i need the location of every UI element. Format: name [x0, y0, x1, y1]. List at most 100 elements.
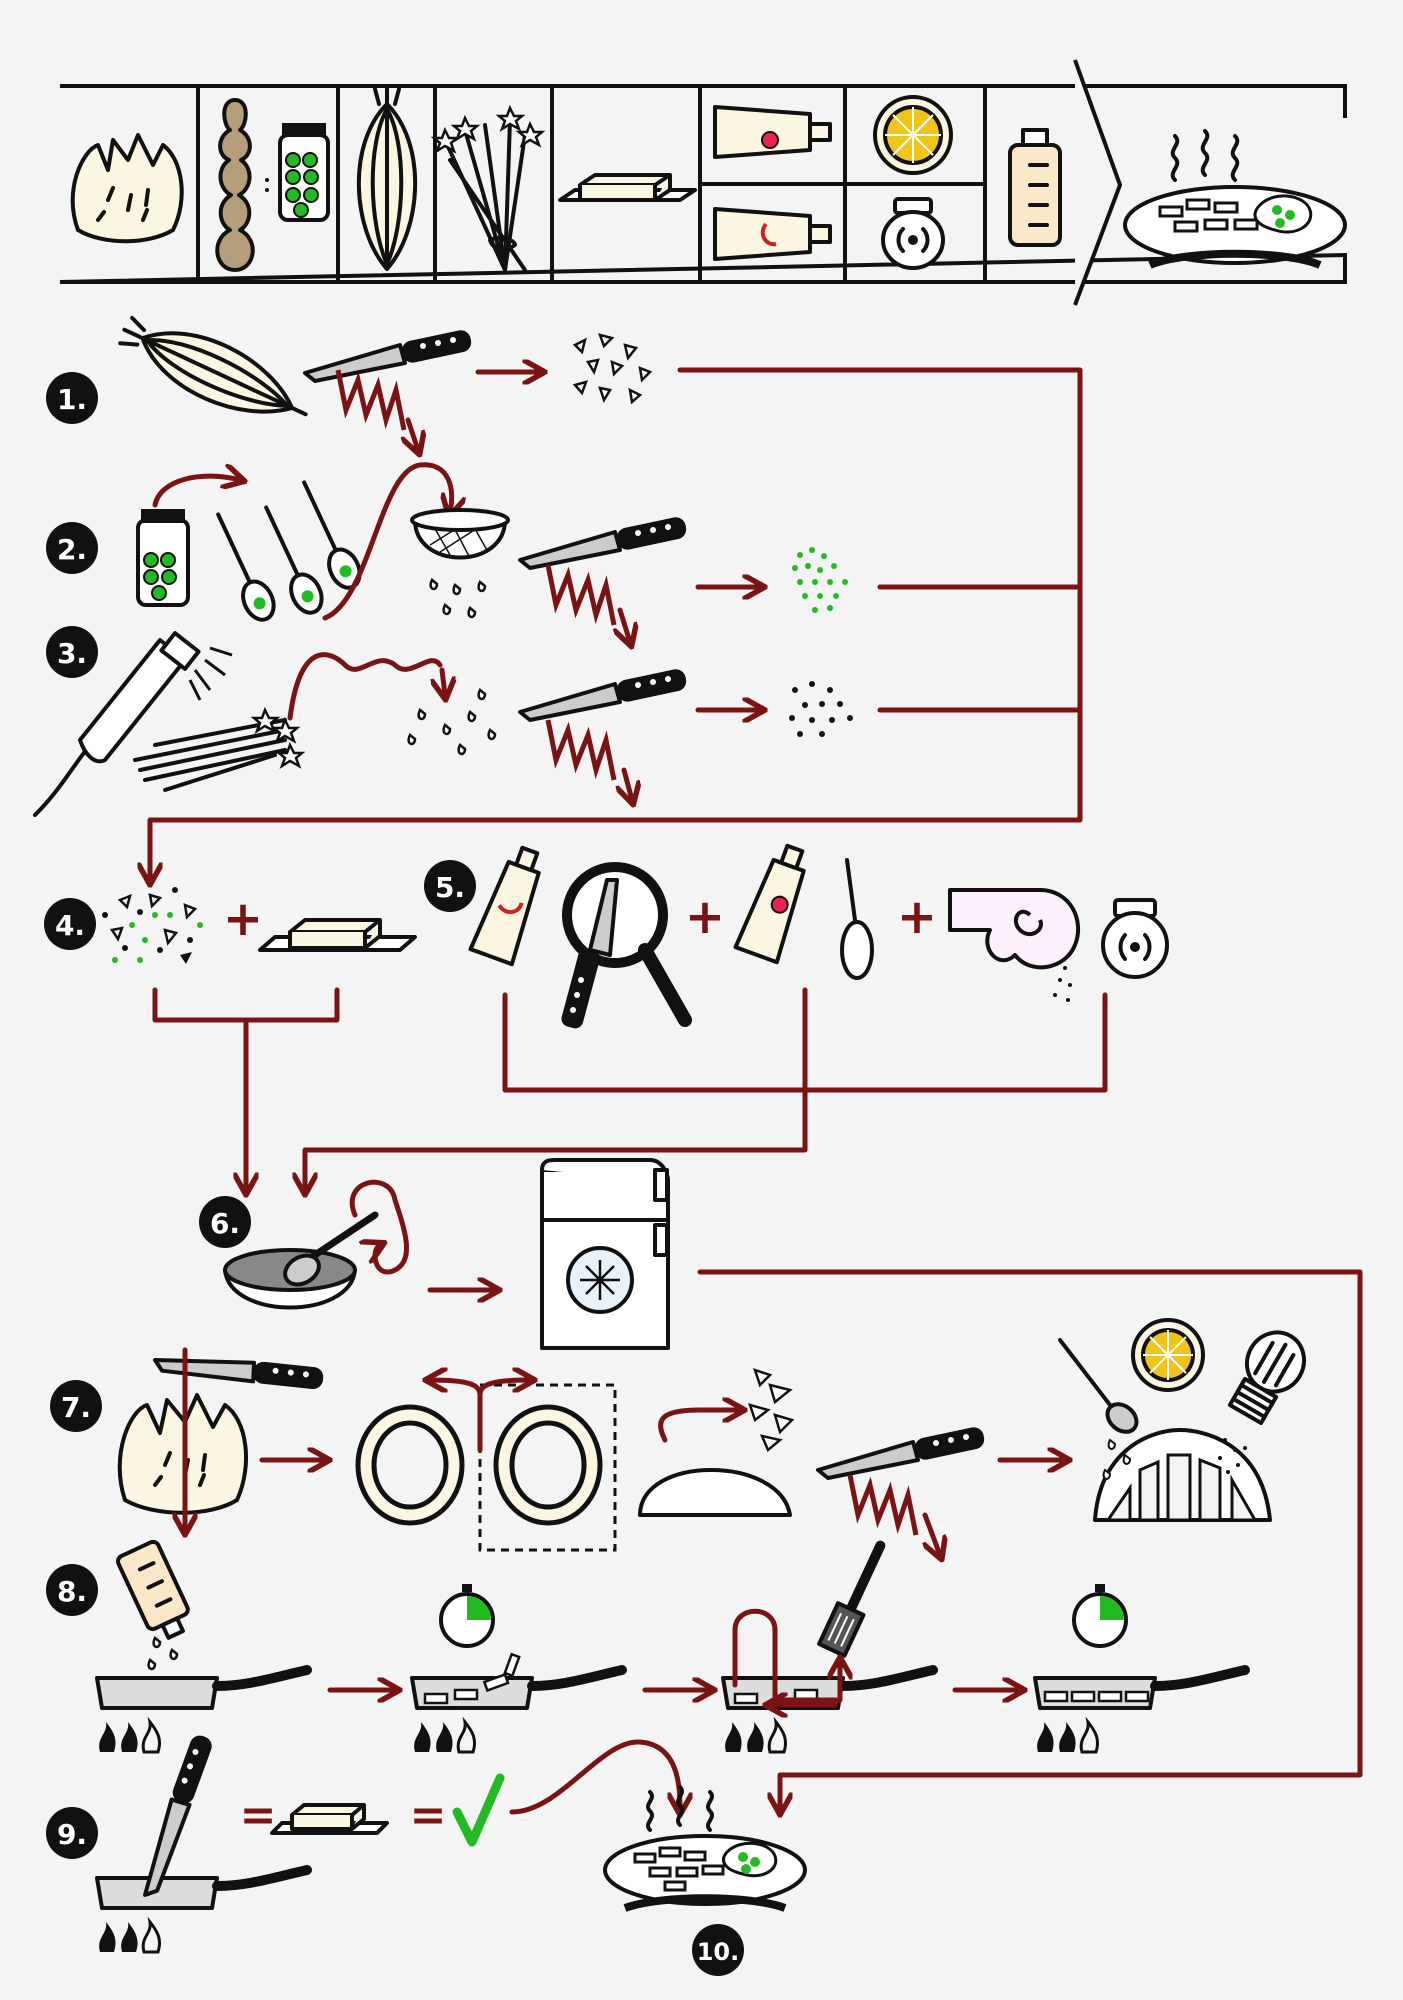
fennel-icon — [70, 133, 184, 244]
stir-arrow — [349, 1179, 410, 1275]
step-5-tube-chili — [468, 845, 541, 967]
plus-sign-1: + — [223, 891, 263, 947]
equals-sign-2: = — [410, 1790, 447, 1841]
paste-tube-icon-2 — [713, 207, 832, 261]
timer-icon-1 — [439, 1582, 495, 1648]
step-7-knife — [150, 1315, 331, 1422]
flip-arrow — [732, 1608, 840, 1703]
plus-sign-3: + — [897, 889, 937, 945]
step-5-label: 5. — [435, 871, 465, 904]
step-1-badge: 1. — [46, 372, 98, 424]
step-3-chives — [133, 706, 306, 792]
step-5-badge: 5. — [424, 860, 476, 912]
step-1-knife — [303, 326, 476, 383]
step-8-label: 8. — [57, 1575, 87, 1608]
paste-tube-icon — [713, 105, 832, 159]
fridge-icon — [540, 1158, 670, 1350]
step-7-arrow-2 — [658, 1410, 740, 1443]
drizzle-spoon — [1058, 1338, 1139, 1480]
step-4-badge: 4. — [44, 898, 96, 950]
pinch-hand-icon — [948, 888, 1081, 1002]
step-7-badge: 7. — [50, 1380, 102, 1432]
step-badges: 1. 2. 3. 4. 5. 6. 7. 8. 9. 10. — [44, 372, 744, 1976]
step-3-rinse-arrow — [287, 652, 443, 721]
step-9-badge: 9. — [46, 1807, 98, 1859]
spatula-icon — [817, 1540, 886, 1658]
half-fennel-flat — [638, 1468, 792, 1517]
split-arrow-right — [477, 1380, 530, 1398]
connector-step1-to-step4 — [150, 367, 1083, 880]
step-2-down-arrow — [620, 607, 630, 642]
pan-2 — [412, 1652, 622, 1754]
step-3-label: 3. — [57, 637, 87, 670]
pan-5 — [97, 1870, 307, 1954]
oil-pour-bottle — [116, 1539, 190, 1640]
step-5-tube-tomato — [733, 843, 806, 965]
step-7-down-arrow — [925, 1512, 940, 1555]
connector-step5-to-step6 — [305, 987, 808, 1190]
plus-sign-2: + — [685, 889, 725, 945]
step-9-label: 9. — [57, 1818, 87, 1851]
pepper-flakes — [1218, 1438, 1247, 1474]
fennel-slices — [748, 1368, 795, 1453]
pan-4 — [1035, 1670, 1245, 1754]
plus-sign-3-text: + — [897, 889, 937, 945]
minced-shallot-pile — [572, 333, 653, 405]
plus-sign-2-text: + — [685, 889, 725, 945]
step-3-water-drops — [407, 688, 497, 756]
connector-step9-to-step10 — [509, 1739, 680, 1812]
step-2-drain-arrow — [322, 462, 452, 621]
pepper-grinder-icon — [1227, 1330, 1307, 1425]
check-icon — [452, 1773, 505, 1847]
step-7-chop-mark — [850, 1475, 916, 1535]
pan-3 — [723, 1670, 933, 1754]
oil-drops — [147, 1636, 179, 1671]
fennel-halves — [355, 1383, 617, 1552]
connector-step6-to-step10 — [697, 1269, 1363, 1810]
plus-sign-1-text: + — [223, 891, 263, 947]
step-8-badge: 8. — [46, 1564, 98, 1616]
step-3-knife — [518, 665, 691, 722]
step-6-label: 6. — [210, 1207, 240, 1240]
lemon-icon — [873, 95, 953, 175]
step-3-badge: 3. — [46, 626, 98, 678]
capers-jar — [136, 509, 190, 607]
step-2-chop-mark — [548, 565, 614, 625]
step-3-down-arrow — [624, 767, 632, 800]
step-2-badge: 2. — [46, 522, 98, 574]
chopped-chives-pile — [789, 681, 853, 737]
mixed-herbs-pile — [102, 887, 203, 964]
step-1-chop-mark — [338, 370, 404, 430]
measuring-spoon — [840, 858, 874, 980]
magnifier-icon — [561, 862, 692, 1029]
sliced-fennel-arc — [1093, 1428, 1272, 1522]
timer-icon-2 — [1072, 1582, 1128, 1648]
equals-sign-2-text: = — [410, 1790, 447, 1841]
step-3-chop-mark — [548, 720, 614, 780]
shallot-icon — [356, 84, 418, 271]
step-6-badge: 6. — [199, 1196, 251, 1248]
step-1-down-arrow — [408, 417, 418, 450]
chopped-capers-pile — [792, 547, 848, 613]
step-10-dish — [603, 1785, 807, 1912]
salt-shaker-icon — [881, 197, 945, 270]
butter-icon — [558, 173, 697, 202]
step-2-label: 2. — [57, 533, 87, 566]
step-7-lemon — [1131, 1318, 1205, 1392]
chives-icon — [430, 104, 546, 272]
step-4-label: 4. — [55, 909, 85, 942]
step-7-label: 7. — [61, 1391, 91, 1424]
step-2-knife — [518, 513, 691, 570]
oil-bottle-icon — [1008, 128, 1062, 247]
step-5-salt-shaker — [1101, 898, 1169, 979]
step-3-drop-arrow — [442, 667, 445, 695]
step-1-shallot — [118, 315, 308, 417]
step-4-butter — [258, 918, 417, 952]
ingredients-bar — [59, 59, 1347, 306]
mixing-bowl-icon — [223, 1211, 379, 1310]
water-drops — [429, 578, 487, 619]
step-9-knife — [143, 1735, 212, 1897]
spoons — [216, 480, 362, 622]
